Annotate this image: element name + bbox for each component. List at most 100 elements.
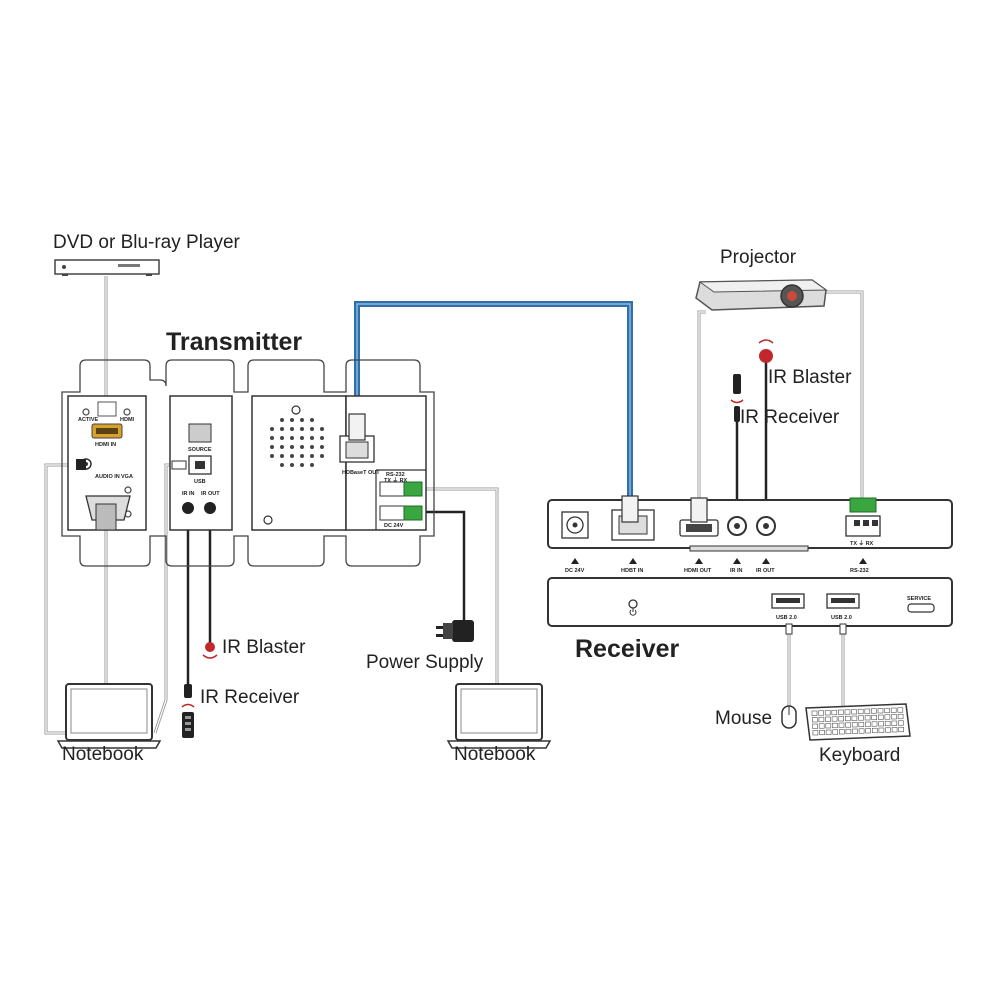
keyboard-key bbox=[897, 713, 904, 720]
active-label: ACTIVE bbox=[78, 417, 99, 423]
vent-hole bbox=[280, 463, 284, 467]
keyboard-key bbox=[825, 716, 831, 722]
rs232-label-tx: RS-232 bbox=[386, 472, 405, 478]
notebook-icon-left bbox=[56, 683, 162, 749]
power-supply-icon bbox=[436, 620, 474, 642]
hdbaset-out-label: HDBaseT OUT bbox=[342, 470, 380, 476]
keyboard-key bbox=[838, 729, 845, 735]
transmitter-vent-panel bbox=[251, 395, 347, 531]
keyboard-key bbox=[871, 714, 878, 721]
hdbt-in-label: HDBT IN bbox=[621, 568, 643, 574]
vent-hole bbox=[320, 445, 324, 449]
keyboard-key bbox=[878, 721, 884, 727]
vent-hole bbox=[290, 436, 294, 440]
vent-hole bbox=[310, 445, 314, 449]
keyboard-key bbox=[838, 716, 845, 722]
receiver-back-panel bbox=[547, 495, 953, 552]
keyboard-key bbox=[865, 721, 871, 727]
keyboard-key bbox=[831, 716, 838, 722]
ir-blaster-icon-tx bbox=[202, 642, 218, 659]
vent-hole bbox=[270, 445, 274, 449]
keyboard-key bbox=[852, 728, 858, 734]
keyboard-key bbox=[812, 723, 818, 729]
mouse-icon bbox=[781, 705, 797, 729]
transmitter-control-panel: SOURCE USB IR IN IR OUT bbox=[169, 395, 233, 531]
vent-hole bbox=[300, 418, 304, 422]
vent-hole bbox=[320, 427, 324, 431]
keyboard-key bbox=[838, 722, 845, 728]
keyboard-key bbox=[818, 723, 825, 729]
keyboard-key bbox=[811, 717, 818, 723]
audio-in-label: AUDIO IN bbox=[95, 474, 120, 480]
vent-hole bbox=[280, 454, 284, 458]
source-label: SOURCE bbox=[188, 447, 212, 453]
keyboard-key bbox=[884, 707, 890, 714]
keyboard-key bbox=[858, 715, 864, 721]
keyboard-key bbox=[898, 726, 905, 733]
notebook-label-left: Notebook bbox=[62, 744, 144, 765]
vent-hole bbox=[280, 418, 284, 422]
dvd-player-label: DVD or Blu-ray Player bbox=[53, 232, 241, 253]
transmitter-video-panel: ACTIVE HDMI HDMI IN AUDIO IN VGA bbox=[67, 395, 147, 531]
receiver-front-panel bbox=[547, 577, 953, 627]
ir-receiver-label-rx: IR Receiver bbox=[740, 407, 840, 428]
keyboard-key bbox=[865, 728, 872, 734]
keyboard-key bbox=[890, 707, 897, 713]
power-cable bbox=[420, 510, 466, 622]
ir-in-label-tx: IR IN bbox=[182, 491, 195, 497]
dc24v-label-tx: DC 24V bbox=[384, 523, 404, 529]
vent-grid bbox=[270, 418, 324, 467]
audio-plug-icon bbox=[76, 459, 86, 470]
keyboard-key bbox=[891, 714, 897, 720]
keyboard-key bbox=[838, 709, 844, 715]
usb-label: USB bbox=[194, 479, 206, 485]
keyboard-key bbox=[831, 709, 838, 716]
keyboard-key bbox=[811, 710, 818, 716]
vent-hole bbox=[270, 436, 274, 440]
mouse-label: Mouse bbox=[715, 708, 772, 729]
projector-icon bbox=[695, 279, 828, 311]
keyboard-key bbox=[851, 709, 857, 715]
usb20-label-a: USB 2.0 bbox=[776, 615, 797, 621]
vent-hole bbox=[290, 445, 294, 449]
vent-hole bbox=[320, 454, 324, 458]
keyboard-key bbox=[845, 722, 851, 728]
keyboard-key bbox=[877, 708, 884, 714]
vent-hole bbox=[270, 427, 274, 431]
rs232-cable-tx bbox=[420, 487, 499, 684]
vent-hole bbox=[290, 454, 294, 458]
keyboard-key bbox=[897, 707, 904, 713]
vent-hole bbox=[310, 427, 314, 431]
ir-receiver-icon-tx bbox=[181, 684, 195, 738]
keyboard-icon bbox=[805, 703, 911, 741]
keyboard-key bbox=[877, 714, 884, 720]
ir-blaster-icon-rx bbox=[758, 339, 774, 363]
vent-hole bbox=[280, 445, 284, 449]
vent-hole bbox=[300, 445, 304, 449]
dc24v-label-rx: DC 24V bbox=[565, 568, 585, 574]
keyboard-key bbox=[857, 708, 864, 715]
notebook-icon-right bbox=[446, 683, 552, 749]
usb-plug-icons bbox=[785, 623, 847, 635]
keyboard-label: Keyboard bbox=[819, 745, 900, 766]
keyboard-key bbox=[871, 721, 878, 727]
keyboard-key bbox=[864, 715, 871, 721]
projector-label: Projector bbox=[720, 247, 797, 268]
keyboard-key bbox=[871, 727, 878, 734]
vent-hole bbox=[280, 427, 284, 431]
keyboard-key bbox=[891, 720, 898, 726]
keyboard-key bbox=[851, 715, 858, 721]
power-button-icon bbox=[629, 608, 637, 616]
rs232-label-rx: RS-232 bbox=[850, 568, 869, 574]
hdmi-cable-projector bbox=[697, 310, 706, 498]
keyboard-key bbox=[832, 722, 838, 729]
port-arrows bbox=[571, 558, 867, 564]
vent-hole bbox=[300, 427, 304, 431]
usb20-label-b: USB 2.0 bbox=[831, 615, 852, 621]
keyboard-key bbox=[818, 716, 825, 723]
keyboard-key bbox=[851, 722, 858, 728]
vent-hole bbox=[290, 418, 294, 422]
keyboard-key bbox=[825, 723, 832, 729]
keyboard-key bbox=[884, 720, 891, 727]
ir-out-label-tx: IR OUT bbox=[201, 491, 220, 497]
